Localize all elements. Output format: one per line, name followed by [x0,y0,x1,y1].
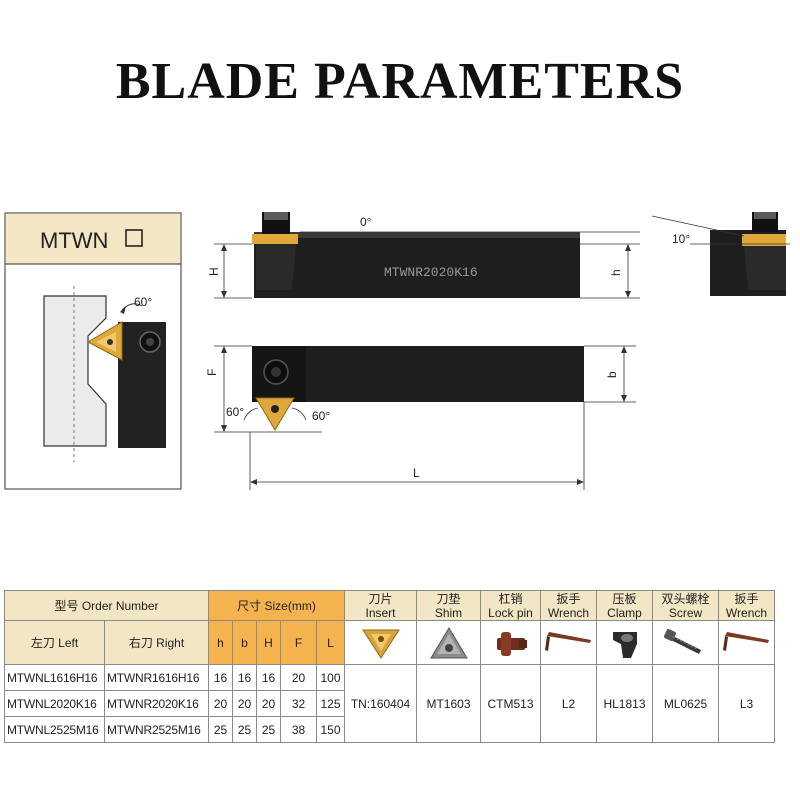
insert-side-icon [252,234,298,244]
shim-value: MT1603 [416,664,481,743]
table-row: MTWNL1616H16 MTWNR1616H16 16 16 16 20 10… [4,664,775,743]
side-rake-label: 10° [672,232,690,246]
dim-h-label: h [609,269,623,276]
cell-h: 25 [208,716,233,743]
cell-H: 20 [256,690,281,717]
insert-picture [344,620,417,665]
size-col-h: h [208,620,233,665]
workpiece-section [43,295,107,447]
holder-body-side [254,232,580,298]
cell-F: 20 [280,664,317,691]
insert-left-angle: 60° [226,405,244,419]
wrench-2-picture [718,620,775,665]
dim-H-label: H [207,267,221,276]
lock-pin-picture [480,620,541,665]
detail-angle-label: 60° [134,295,152,309]
dim-b-label: b [605,371,619,378]
size-col-F: F [280,620,317,665]
holder-body-top [252,346,584,402]
table-row: MTWNL2525M16 MTWNR2525M16 25 25 25 38 15… [4,716,775,743]
detail-box: MTWN 60° [4,212,182,490]
screw-picture [652,620,719,665]
clamp-picture [596,620,653,665]
screw-icon [663,628,701,654]
model-header: 型号 Order Number [4,590,209,621]
cell-H: 25 [256,716,281,743]
screw-value: ML0625 [652,664,719,743]
cell-h: 16 [208,664,233,691]
wrench-value: L2 [540,664,597,743]
page-title: BLADE PARAMETERS [115,53,685,110]
cell-H: 16 [256,664,281,691]
clamp-value: HL1813 [596,664,653,743]
insert-end-icon [742,234,786,246]
series-box-icon [125,229,143,247]
model-left: MTWNL2020K16 [4,690,105,717]
model-left: MTWNL1616H16 [4,664,105,691]
left-header: 左刀 Left [4,620,105,665]
model-right: MTWNR1616H16 [104,664,209,691]
cell-b: 16 [232,664,257,691]
insert-icon [361,629,400,659]
top-rake-label: 0° [360,215,372,229]
cell-F: 32 [280,690,317,717]
insert-value: TN:160404 [344,664,417,743]
cell-b: 25 [232,716,257,743]
cell-L: 125 [316,690,345,717]
right-header: 右刀 Right [104,620,209,665]
holder-marking: MTWNR2020K16 [384,265,478,280]
cell-L: 100 [316,664,345,691]
insert-right-angle: 60° [312,409,330,423]
cell-b: 20 [232,690,257,717]
cell-L: 150 [316,716,345,743]
wrench-icon [544,631,591,651]
model-right: MTWNR2020K16 [104,690,209,717]
wrench-2-value: L3 [718,664,775,743]
wrench-icon [722,631,769,651]
shim-icon [429,626,468,658]
dim-L-label: L [413,466,420,480]
table-row: MTWNL2020K16 MTWNR2020K16 20 20 20 32 12… [4,690,775,717]
top-view: F 60° 60° b L [205,345,636,490]
dim-F-label: F [205,369,219,376]
series-label: MTWN [40,228,108,253]
clamp-icon [612,631,637,658]
size-col-H: H [256,620,281,665]
cell-F: 38 [280,716,317,743]
side-view: MTWNR2020K16 0° H h [207,212,640,299]
insert-top-icon [255,397,295,431]
size-col-b: b [232,620,257,665]
shim-picture [416,620,481,665]
wrench-picture [540,620,597,665]
size-header: 尺寸 Size(mm) [208,590,345,621]
end-view: 10° [651,212,790,296]
model-right: MTWNR2525M16 [104,716,209,743]
model-left: MTWNL2525M16 [4,716,105,743]
lock-pin-value: CTM513 [480,664,541,743]
cell-h: 20 [208,690,233,717]
size-col-L: L [316,620,345,665]
lock-pin-icon [496,631,527,656]
